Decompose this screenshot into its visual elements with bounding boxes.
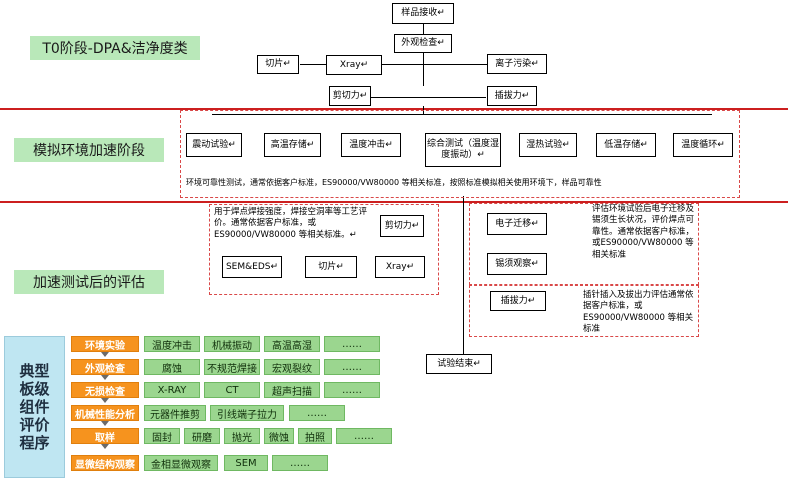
electro-migration-box: 电子迁移↵: [487, 213, 547, 235]
program-item: ……: [324, 382, 380, 398]
temp-cycle-box: 温度循环↵: [673, 133, 733, 157]
pull-force-box: 插拔力↵: [487, 86, 537, 106]
whisker-observation-box: 锡须观察↵: [487, 253, 547, 275]
program-step-1: 环境实验: [71, 336, 139, 352]
program-step-6: 显微结构观察: [71, 455, 139, 471]
environment-test-group: [180, 110, 740, 198]
program-item: 引线端子拉力: [210, 405, 284, 421]
program-item: ……: [272, 455, 328, 471]
program-item: 超声扫描: [264, 382, 320, 398]
stage-label-env: 模拟环境加速阶段: [14, 138, 164, 162]
program-step-5: 取样: [71, 428, 139, 444]
sample-receive-box: 样品接收↵: [392, 3, 454, 24]
program-step-2: 外观检查: [71, 359, 139, 375]
program-item: X-RAY: [144, 382, 200, 398]
down-arrow-icon: [101, 444, 109, 449]
program-title: 典型板级组件评价程序: [4, 336, 65, 478]
vibration-test-box: 震动试验↵: [186, 133, 242, 157]
connector-line: [463, 196, 464, 356]
program-item: ……: [324, 359, 380, 375]
connector-line: [423, 53, 424, 86]
down-arrow-icon: [101, 375, 109, 380]
slice-box-2: 切片↵: [305, 256, 357, 278]
solder-evaluation-group: [209, 204, 439, 295]
pull-force-box-2: 插拔力↵: [490, 291, 546, 311]
shear-force-box-2: 剪切力↵: [380, 215, 424, 237]
connector-line: [300, 64, 487, 65]
program-item: 元器件推剪: [144, 405, 206, 421]
high-temp-storage-box: 高温存储↵: [264, 133, 321, 157]
program-item: 腐蚀: [144, 359, 200, 375]
stage-label-t0: T0阶段-DPA&洁净度类: [30, 36, 200, 60]
environment-test-note: 环境可靠性测试，通常依据客户标准，ES90000/VW80000 等相关标准，按…: [186, 178, 602, 187]
program-item: 宏观裂纹: [264, 359, 320, 375]
down-arrow-icon: [101, 421, 109, 426]
sem-eds-box: SEM&EDS↵: [222, 256, 282, 278]
program-item: 金相显微观察: [144, 455, 218, 471]
pull-evaluation-group: [469, 285, 699, 337]
program-item: CT: [204, 382, 260, 398]
migration-evaluation-note: 评估环境试验后电子迁移及锡须生长状况，评价焊点可靠性。通常依据客户标准，或ES9…: [592, 204, 695, 260]
program-item: 研磨: [184, 428, 220, 444]
damp-heat-box: 湿热试验↵: [519, 133, 577, 157]
visual-inspection-box: 外观检查↵: [394, 34, 452, 53]
xray-box-2: Xray↵: [375, 256, 425, 278]
combined-test-box: 综合测试（温度湿度振动）↵: [425, 133, 501, 167]
ion-contamination-box: 离子污染↵: [487, 54, 547, 74]
program-item: ……: [289, 405, 345, 421]
program-item: ……: [336, 428, 392, 444]
connector-line: [212, 114, 712, 115]
program-item: 抛光: [224, 428, 260, 444]
program-step-3: 无损检查: [71, 382, 139, 398]
connector-line: [423, 24, 424, 34]
down-arrow-icon: [101, 398, 109, 403]
program-item: 高温高湿: [264, 336, 320, 352]
stage-label-eval: 加速测试后的评估: [14, 270, 164, 294]
program-item: 机械振动: [204, 336, 260, 352]
program-item: 温度冲击: [144, 336, 200, 352]
pull-evaluation-note: 插针插入及拔出力评估通常依据客户标准，或ES90000/VW80000 等相关标…: [583, 290, 694, 335]
connector-line: [370, 97, 486, 98]
slice-box: 切片↵: [257, 55, 299, 74]
program-item: ……: [324, 336, 380, 352]
program-item: 固封: [144, 428, 180, 444]
separator-line-bottom: [0, 201, 788, 203]
xray-box: Xray↵: [326, 55, 382, 75]
separator-line-top: [0, 108, 788, 110]
program-item: SEM: [224, 455, 268, 471]
test-end-box: 试验结束↵: [426, 354, 492, 374]
low-temp-storage-box: 低温存储↵: [596, 133, 656, 157]
migration-evaluation-group: [469, 203, 699, 285]
solder-evaluation-note: 用于焊点焊接强度，焊接空洞率等工艺评价。通常依据客户标准，或ES90000/VW…: [214, 207, 368, 240]
program-item: 拍照: [298, 428, 332, 444]
shear-force-box: 剪切力↵: [329, 86, 371, 106]
program-item: 不规范焊接: [204, 359, 260, 375]
down-arrow-icon: [101, 352, 109, 357]
thermal-shock-box: 温度冲击↵: [341, 133, 401, 157]
program-step-4: 机械性能分析: [71, 405, 139, 421]
program-item: 微蚀: [264, 428, 294, 444]
